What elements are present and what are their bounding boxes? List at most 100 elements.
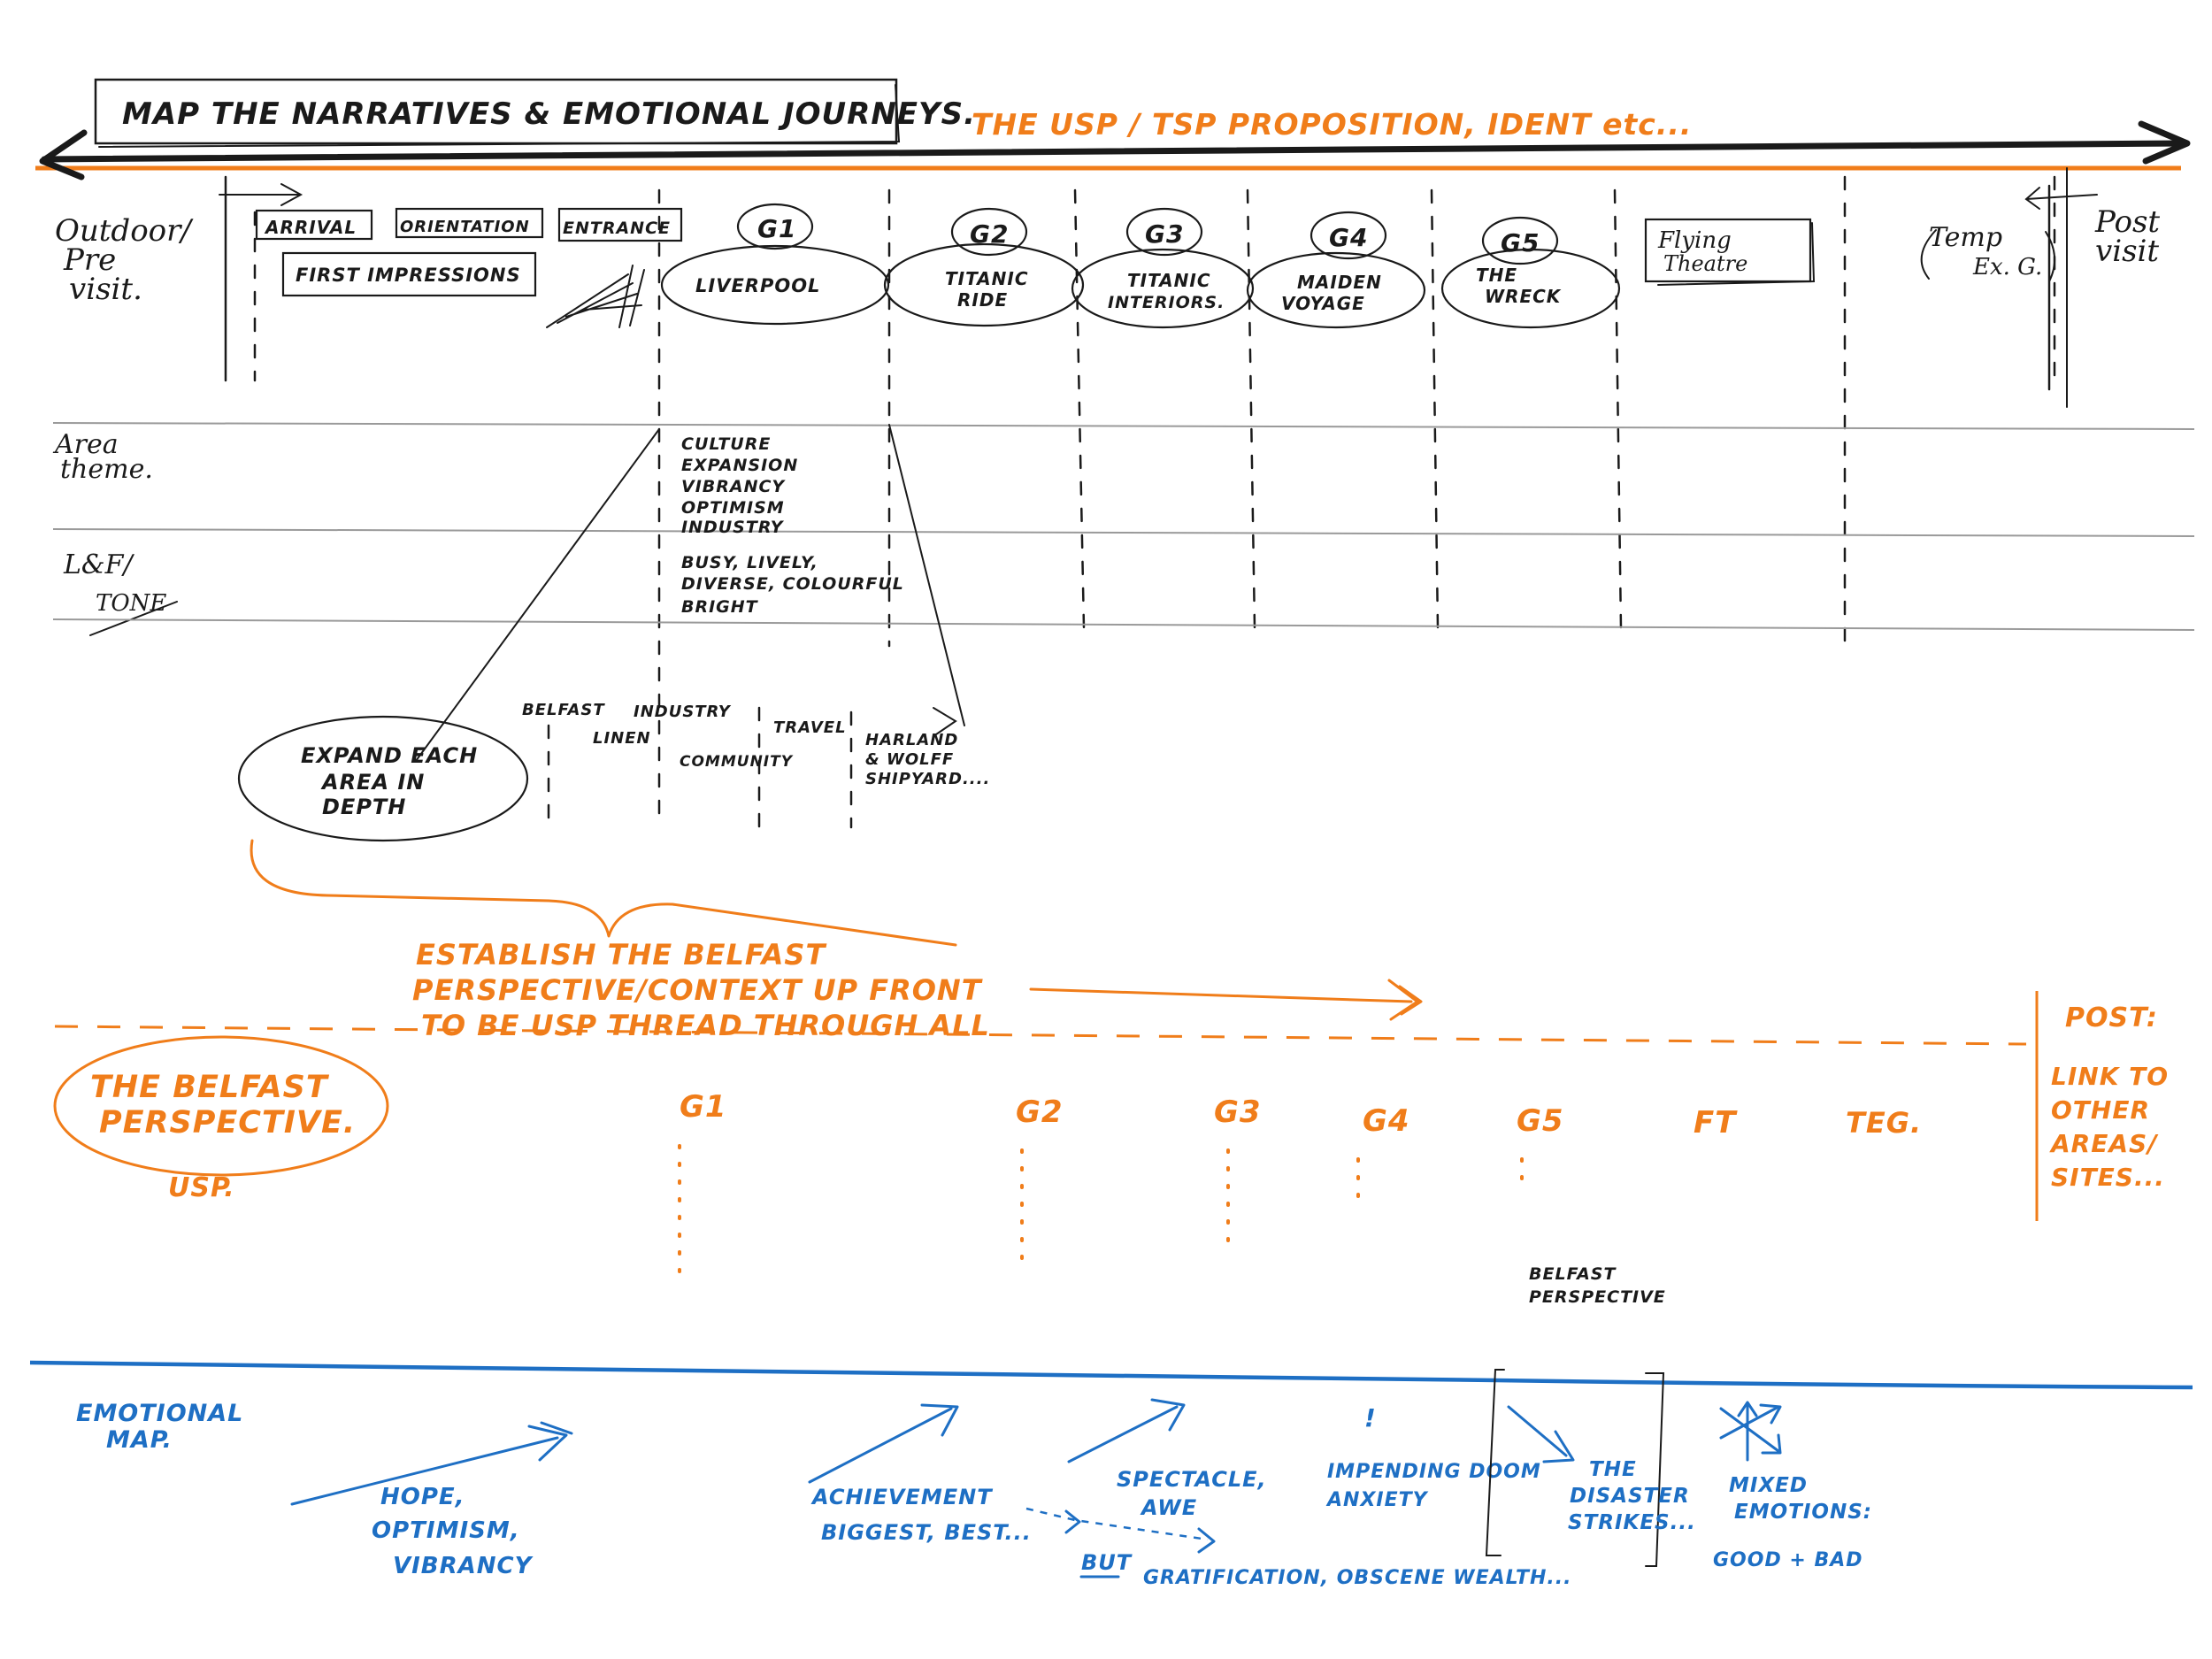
gallery-g3: G3 TITANIC INTERIORS.: [1071, 207, 1255, 329]
svg-text:STRIKES...: STRIKES...: [1568, 1511, 1696, 1534]
svg-text:THE BELFAST: THE BELFAST: [90, 1070, 330, 1105]
belfast-perspective-note: BELFAST PERSPECTIVE: [1529, 1264, 1666, 1307]
svg-text:IMPENDING DOOM: IMPENDING DOOM: [1327, 1461, 1541, 1483]
svg-text:visit: visit: [2095, 234, 2159, 269]
thread-line: [54, 1025, 2027, 1046]
svg-text:G5: G5: [1501, 228, 1540, 257]
thread-marker-ft: FT: [1694, 1105, 1738, 1141]
svg-text:Theatre: Theatre: [1663, 251, 1747, 276]
title-block: MAP THE NARRATIVES & EMOTIONAL JOURNEYS.: [94, 78, 976, 148]
svg-text:POST:: POST:: [2065, 1002, 2158, 1033]
area-theme-words: CULTURE EXPANSION VIBRANCY OPTIMISM INDU…: [681, 434, 797, 537]
svg-text:visit.: visit.: [69, 272, 142, 307]
gallery-g5: G5 THE WRECK: [1440, 216, 1621, 329]
svg-text:ACHIEVEMENT: ACHIEVEMENT: [810, 1485, 993, 1509]
svg-text:OPTIMISM,: OPTIMISM,: [372, 1517, 520, 1544]
svg-text:MAP.: MAP.: [106, 1426, 173, 1454]
entry-boxes: ARRIVAL ORIENTATION ENTRANCE FIRST IMPRE…: [255, 207, 683, 328]
svg-text:DEPTH: DEPTH: [322, 795, 406, 819]
svg-text:DIVERSE, COLOURFUL: DIVERSE, COLOURFUL: [681, 574, 904, 594]
svg-text:BUSY, LIVELY,: BUSY, LIVELY,: [681, 553, 818, 572]
detail-bubble: [237, 715, 529, 842]
row-label-outdoor: Outdoor/ Pre visit.: [55, 213, 194, 307]
svg-text:SPECTACLE,: SPECTACLE,: [1117, 1467, 1267, 1492]
usp-label: USP.: [168, 1172, 235, 1203]
thread-marker-g3: G3: [1214, 1094, 1262, 1130]
belfast-perspective-bubble: THE BELFAST PERSPECTIVE.: [53, 1035, 389, 1177]
svg-text:G1: G1: [757, 214, 796, 243]
svg-text:BUT: BUT: [1081, 1550, 1133, 1575]
svg-text:Flying: Flying: [1657, 227, 1732, 254]
title-box-shadow: [98, 84, 901, 148]
svg-text:PERSPECTIVE: PERSPECTIVE: [1529, 1287, 1666, 1307]
topic-industry: INDUSTRY: [634, 703, 732, 721]
svg-text:PERSPECTIVE.: PERSPECTIVE.: [99, 1105, 356, 1141]
svg-text:THE: THE: [1589, 1458, 1637, 1481]
svg-text:Ex. G.: Ex. G.: [1972, 254, 2042, 280]
gallery-g4: G4 MAIDEN VOYAGE: [1246, 211, 1426, 329]
svg-text:AREAS/: AREAS/: [2049, 1129, 2159, 1158]
emotion-achievement: ACHIEVEMENT BIGGEST, BEST...: [808, 1403, 1032, 1545]
svg-text:LINK TO: LINK TO: [2051, 1062, 2169, 1091]
emotion-impending: ! IMPENDING DOOM ANXIETY: [1325, 1403, 1541, 1511]
svg-text:OPTIMISM: OPTIMISM: [681, 498, 785, 518]
thread-markers: G1 G2 G3 G4 G5 FT TEG.: [678, 1089, 1922, 1276]
topic-travel: TRAVEL: [773, 718, 847, 737]
emotional-map-label: EMOTIONAL MAP.: [76, 1400, 243, 1454]
svg-text:Post: Post: [2094, 204, 2160, 240]
svg-text:CULTURE: CULTURE: [681, 434, 771, 454]
emotion-spectacle: SPECTACLE, AWE: [1067, 1398, 1267, 1520]
topic-harland-1: HARLAND: [865, 731, 958, 749]
orientation-label: ORIENTATION: [400, 218, 530, 236]
svg-text:AWE: AWE: [1140, 1495, 1197, 1520]
svg-text:TITANIC: TITANIC: [1127, 270, 1211, 291]
svg-text:TONE: TONE: [96, 590, 166, 617]
mixed-arrows-icon: [1719, 1401, 1782, 1462]
svg-text:ANXIETY: ANXIETY: [1325, 1489, 1429, 1511]
svg-text:VIBRANCY: VIBRANCY: [681, 477, 786, 496]
thread-marker-g5: G5: [1517, 1103, 1564, 1139]
usp-timeline-arrow: [35, 120, 2191, 180]
svg-text:G3: G3: [1145, 219, 1184, 249]
title-text: MAP THE NARRATIVES & EMOTIONAL JOURNEYS.: [122, 96, 976, 132]
svg-text:EXPAND EACH: EXPAND EACH: [301, 743, 478, 768]
svg-text:EMOTIONAL: EMOTIONAL: [76, 1400, 243, 1427]
thread-marker-teg: TEG.: [1846, 1106, 1922, 1140]
svg-text:WRECK: WRECK: [1485, 286, 1562, 307]
svg-text:THE: THE: [1476, 265, 1517, 286]
svg-text:TO BE USP THREAD THROUGH ALL: TO BE USP THREAD THROUGH ALL: [421, 1009, 990, 1042]
row-label-area-theme: Area theme.: [52, 429, 153, 485]
svg-text:G4: G4: [1329, 223, 1368, 252]
arrival-label: ARRIVAL: [264, 217, 357, 238]
usp-banner-text: THE USP / TSP PROPOSITION, IDENT etc...: [972, 107, 1692, 142]
svg-text:BIGGEST, BEST...: BIGGEST, BEST...: [821, 1520, 1032, 1545]
svg-text:theme.: theme.: [60, 454, 153, 485]
emotion-disaster: THE DISASTER STRIKES...: [1485, 1369, 1696, 1567]
svg-text:VOYAGE: VOYAGE: [1281, 293, 1365, 314]
thread-marker-g4: G4: [1363, 1103, 1410, 1139]
belfast-note: ESTABLISH THE BELFAST PERSPECTIVE/CONTEX…: [412, 938, 990, 1042]
svg-text:Temp: Temp: [1929, 222, 2002, 253]
svg-text:Pre: Pre: [63, 242, 116, 278]
gallery-g2: G2 TITANIC RIDE: [883, 207, 1085, 327]
svg-text:AREA IN: AREA IN: [320, 770, 425, 795]
svg-text:SITES...: SITES...: [2051, 1163, 2165, 1192]
lf-tone-words: BUSY, LIVELY, DIVERSE, COLOURFUL BRIGHT: [681, 553, 904, 617]
first-impressions-label: FIRST IMPRESSIONS: [296, 265, 521, 286]
svg-text:INDUSTRY: INDUSTRY: [681, 518, 785, 537]
svg-text:GOOD + BAD: GOOD + BAD: [1713, 1549, 1863, 1571]
temp-exhibition-label: Temp Ex. G.: [1920, 222, 2055, 282]
svg-text:BELFAST: BELFAST: [1529, 1264, 1617, 1284]
svg-text:Outdoor/: Outdoor/: [55, 213, 194, 249]
svg-text:MAIDEN: MAIDEN: [1297, 272, 1382, 293]
entrance-label: ENTRANCE: [563, 219, 671, 238]
gallery-g1: G1 LIVERPOOL: [660, 203, 890, 326]
svg-text:Area: Area: [52, 429, 119, 460]
svg-text:EMOTIONS:: EMOTIONS:: [1734, 1501, 1872, 1524]
topic-harland-3: SHIPYARD....: [865, 770, 990, 788]
topic-community: COMMUNITY: [680, 753, 794, 771]
emotion-hope: HOPE, OPTIMISM, VIBRANCY: [290, 1421, 573, 1579]
topic-belfast: BELFAST: [522, 701, 605, 719]
svg-text:PERSPECTIVE/CONTEXT UP FRONT: PERSPECTIVE/CONTEXT UP FRONT: [412, 973, 983, 1007]
